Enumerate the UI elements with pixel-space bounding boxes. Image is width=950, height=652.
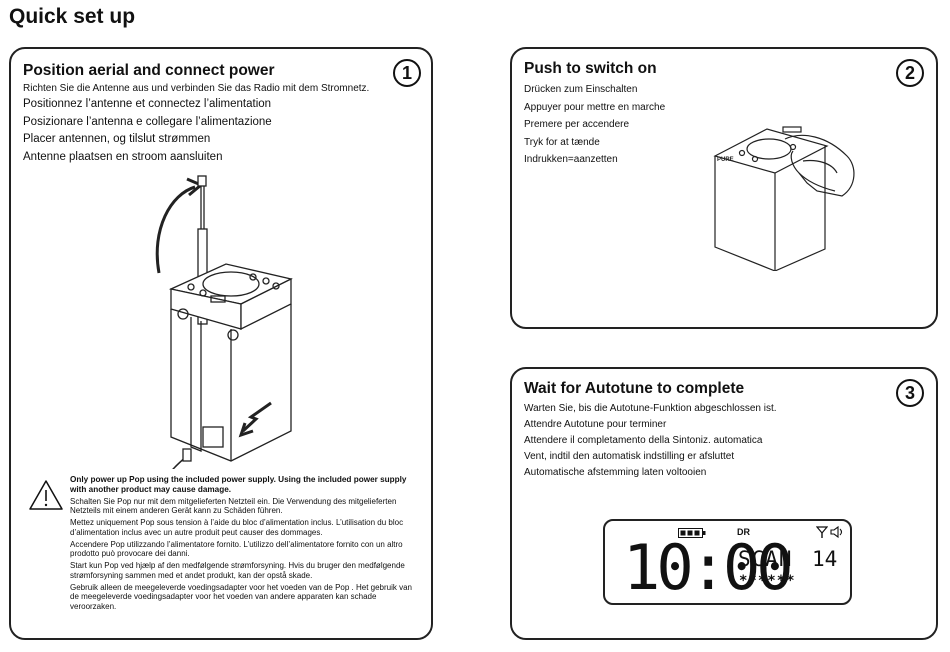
- step-number: 1: [393, 59, 421, 87]
- dr-indicator: DR: [737, 527, 750, 537]
- translation-it: Attendere il completamento della Sintoni…: [524, 435, 763, 446]
- radio-display: DR 10:00 SCAN 14 ******: [603, 519, 852, 605]
- translation-it: Premere per accendere: [524, 119, 630, 130]
- scan-progress: ******: [739, 573, 796, 589]
- translation-de: Drücken zum Einschalten: [524, 84, 638, 95]
- translation-fr: Positionnez l’antenne et connectez l’ali…: [23, 98, 272, 110]
- translation-da: Tryk for at tænde: [524, 136, 600, 148]
- translation-da: Vent, indtil den automatisk indstilling …: [524, 451, 735, 462]
- scan-label: SCAN: [738, 547, 793, 571]
- translation-fr: Appuyer pour mettre en marche: [524, 101, 666, 113]
- translation-it: Posizionare l’antenna e collegare l’alim…: [23, 115, 272, 128]
- translation-list: Drücken zum Einschalten Appuyer pour met…: [524, 81, 665, 169]
- step-2-panel: 2 Push to switch on Drücken zum Einschal…: [510, 47, 938, 329]
- radio-aerial-illustration: [155, 175, 293, 469]
- warning-fr: Mettez uniquement Pop sous tension à l’a…: [70, 518, 404, 537]
- translation-nl: Automatische afstemming laten voltooien: [524, 467, 707, 478]
- station-count: 14: [812, 547, 838, 571]
- step-number: 2: [896, 59, 924, 87]
- translation-de: Warten Sie, bis die Autotune-Funktion ab…: [524, 403, 777, 414]
- step-1-panel: 1 Position aerial and connect power Rich…: [9, 47, 433, 640]
- clock-readout: 10:00: [623, 531, 794, 604]
- warning-icon: [29, 480, 63, 510]
- step-number: 3: [896, 379, 924, 407]
- page-title: Quick set up: [9, 5, 136, 28]
- radio-press-illustration: PURE: [713, 126, 855, 271]
- translation-da: Placer antennen, og tilslut strømmen: [23, 133, 211, 145]
- translation-de: Richten Sie die Antenne aus und verbinde…: [23, 83, 370, 94]
- translation-nl: Indrukken=aanzetten: [524, 154, 618, 165]
- warning-en: Only power up Pop using the included pow…: [70, 475, 407, 494]
- step-heading: Wait for Autotune to complete: [524, 380, 745, 397]
- warning-it: Accendere Pop utilizzando l’alimentatore…: [70, 539, 403, 559]
- step-heading: Push to switch on: [524, 60, 657, 77]
- warning-text: Only power up Pop using the included pow…: [70, 475, 422, 614]
- signal-icon: [816, 526, 828, 538]
- step-heading: Position aerial and connect power: [23, 62, 275, 79]
- translation-fr: Attendre Autotune pour terminer: [524, 419, 667, 430]
- battery-icon: [678, 528, 706, 538]
- warning-de: Schalten Sie Pop nur mit dem mitgeliefer…: [70, 496, 397, 516]
- brand-logo: PURE: [717, 157, 734, 163]
- warning-nl: Gebruik alleen de meegeleverde voedingsa…: [70, 582, 413, 611]
- warning-da: Start kun Pop ved hjælp af den medfølgen…: [70, 561, 405, 580]
- translation-list: Richten Sie die Antenne aus und verbinde…: [23, 81, 369, 166]
- speaker-icon: [830, 526, 843, 538]
- translation-list: Warten Sie, bis die Autotune-Funktion ab…: [524, 401, 777, 481]
- translation-nl: Antenne plaatsen en stroom aansluiten: [23, 150, 223, 163]
